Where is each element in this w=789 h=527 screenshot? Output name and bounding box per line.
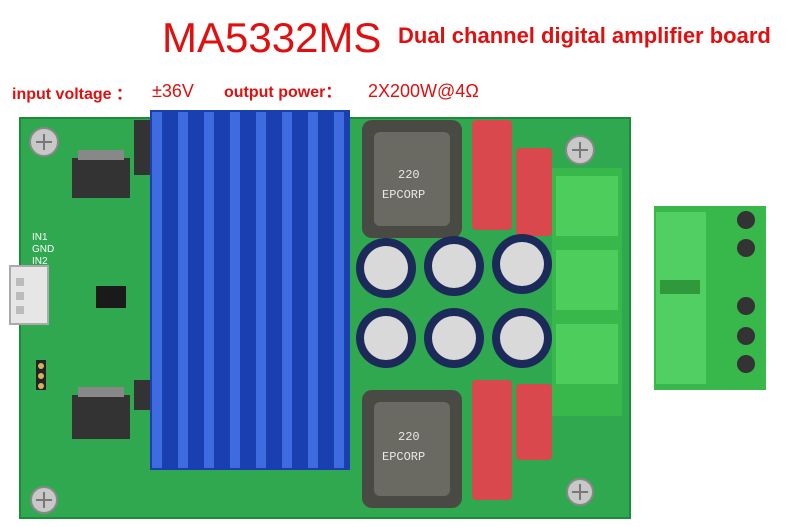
heatsink-fins [152,112,344,468]
terminal-screw [737,211,755,229]
input-label-in2: IN2 [32,256,48,267]
power-value: 2X200W@4Ω [368,81,479,101]
electrolytic-capacitors [356,234,552,368]
input-label-gnd: GND [32,244,54,255]
terminal-screw [737,297,755,315]
opamp-chip [96,286,126,308]
voltage-value: ±36V [152,81,194,101]
regulator-chip [72,395,130,439]
product-title: MA5332MS [162,14,382,61]
regulator-chip [72,158,130,198]
input-label-in1: IN1 [32,232,48,243]
film-capacitor [516,384,552,460]
product-description: Dual channel digital amplifier board [398,23,771,48]
voltage-label: input voltage ： [12,86,133,103]
power-label: output power： [224,84,342,101]
inductor-label-brand: EPCORP [382,188,425,202]
inductor-label-brand-2: EPCORP [382,450,425,464]
terminal-screw [737,239,755,257]
film-capacitor [472,120,512,230]
terminal-screw [737,327,755,345]
inductor-label-value: 220 [398,168,420,182]
terminal-screw [737,355,755,373]
inductor-label-value-2: 220 [398,430,420,444]
film-capacitor [516,148,552,236]
input-connector [9,265,49,325]
film-capacitor [472,380,512,500]
